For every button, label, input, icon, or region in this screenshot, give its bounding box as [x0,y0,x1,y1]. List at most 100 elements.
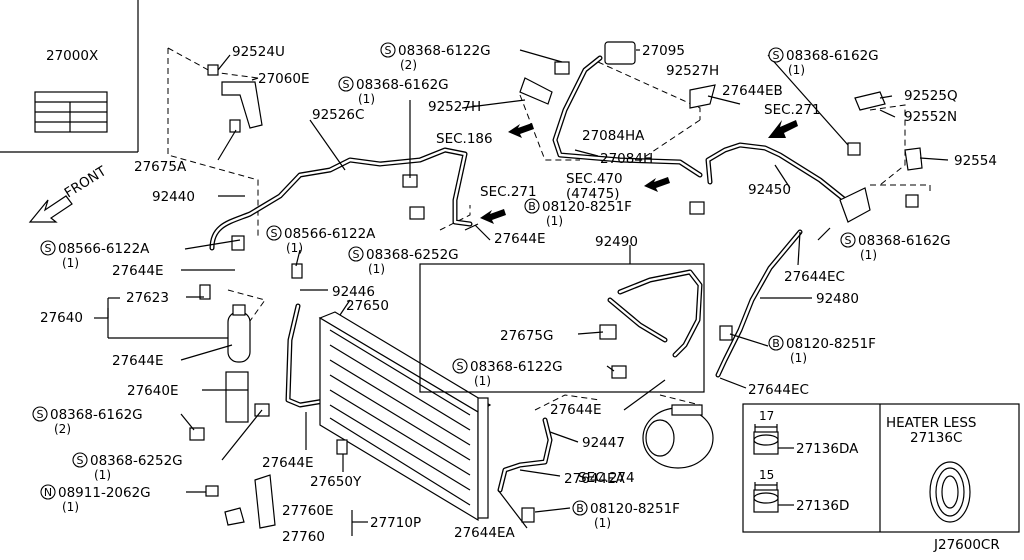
section-label-sec271-a[interactable]: SEC.271 [480,184,537,200]
fastener-f9[interactable]: B 08120-8251F (1) [768,335,876,365]
part-label-27650y[interactable]: 27650Y [310,474,362,490]
part-label-27760e[interactable]: 27760E [282,503,333,519]
part-label-27644ec-b[interactable]: 27644EC [748,382,809,398]
part-label-27136c[interactable]: 27136C [910,430,962,446]
part-label-27644e-d[interactable]: 27644E [494,231,545,247]
part-label-27710p[interactable]: 27710P [370,515,421,531]
fastener-number: 08911-2062G [58,485,151,501]
fastener-qty: (1) [358,92,375,106]
fastener-prefix: S [37,408,44,421]
front-direction-arrow: FRONT [28,163,110,223]
part-label-92527h-a[interactable]: 92527H [666,63,719,79]
section-label-sec470[interactable]: SEC.470 [566,171,623,187]
arrow-icon [508,123,534,138]
fastener-f11[interactable]: S 08368-6162G (2) [32,406,143,436]
dimension-15: 15 [759,468,774,482]
leader-lines [107,49,949,529]
fastener-qty: (2) [400,58,417,72]
fastener-number: 08566-6122A [58,241,150,257]
fastener-prefix: S [343,78,350,91]
heater-less-title: HEATER LESS [886,415,977,431]
fastener-prefix: S [385,44,392,57]
part-label-92447[interactable]: 92447 [582,435,625,451]
part-label-92527h-b[interactable]: 92527H [428,99,481,115]
fastener-number: 08368-6122G [470,359,563,375]
part-label-27644ec-a[interactable]: 27644EC [784,269,845,285]
fastener-qty: (1) [368,262,385,276]
fastener-qty: (1) [62,500,79,514]
part-label-27060e[interactable]: 27060E [258,71,309,87]
part-label-27644ea-a[interactable]: 27644EA [454,525,515,541]
fastener-f7[interactable]: B 08120-8251F (1) [524,198,632,228]
fastener-f13[interactable]: N 08911-2062G (1) [40,484,151,514]
fastener-prefix: N [44,486,52,499]
fastener-number: 08566-6122A [284,226,376,242]
fastener-qty: (2) [54,422,71,436]
label-box-27000x: 27000X [0,0,139,153]
clip-92525q [854,91,886,111]
part-label-27644e-c[interactable]: 27644E [262,455,313,471]
part-label-27084ha[interactable]: 27084HA [582,128,645,144]
part-label-92490[interactable]: 92490 [595,234,638,250]
clip-92554 [904,147,923,171]
fastener-f12[interactable]: S 08368-6252G (1) [72,452,183,482]
dimension-17: 17 [759,409,774,423]
part-label-92446[interactable]: 92446 [332,284,375,300]
fastener-qty: (1) [788,63,805,77]
part-labels: 92524U 27060E 27675A 92526C 92440 27644E… [40,43,1000,553]
part-label-92440[interactable]: 92440 [152,189,195,205]
part-label-27675g[interactable]: 27675G [500,328,553,344]
section-label-sec274[interactable]: SEC.274 [578,470,635,486]
fastener-f14[interactable]: B 08120-8251F (1) [572,500,680,530]
front-label: FRONT [62,163,110,201]
part-label-27675a[interactable]: 27675A [134,159,187,175]
fastener-prefix: B [772,337,780,350]
fastener-prefix: S [845,234,852,247]
part-label-27640[interactable]: 27640 [40,310,83,326]
part-label-92526c[interactable]: 92526C [312,107,364,123]
section-label-sec186[interactable]: SEC.186 [436,131,493,147]
part-label-27000x[interactable]: 27000X [46,48,98,64]
part-label-92552n[interactable]: 92552N [904,109,957,125]
bracket-27640e [225,371,249,423]
fastener-number: 08120-8251F [542,199,632,215]
arrow-icon [644,177,670,192]
part-label-27644eb[interactable]: 27644EB [722,83,783,99]
fastener-prefix: S [773,49,780,62]
fastener-prefix: S [45,242,52,255]
fastener-f3[interactable]: S 08368-6162G (1) [768,47,879,77]
part-label-27644e-e[interactable]: 27644E [550,402,601,418]
section-label-sec271-b[interactable]: SEC.271 [764,102,821,118]
fastener-f1[interactable]: S 08368-6122G (2) [380,42,491,72]
part-label-27095[interactable]: 27095 [642,43,685,59]
fastener-qty: (1) [474,374,491,388]
part-label-27084h[interactable]: 27084H [600,151,653,167]
fastener-f5[interactable]: S 08566-6122A (1) [266,225,376,255]
part-label-27644ea-b[interactable]: 27644EA [564,471,625,487]
part-label-27644e-b[interactable]: 27644E [112,353,163,369]
fastener-prefix: S [271,227,278,240]
bracket-27060e [221,81,263,129]
fastener-number: 08368-6162G [786,48,879,64]
fastener-f10[interactable]: S 08368-6122G (1) [452,358,563,388]
part-label-27623[interactable]: 27623 [126,290,169,306]
part-label-27640e[interactable]: 27640E [127,383,178,399]
fastener-prefix: B [576,502,584,515]
part-label-27644e-a[interactable]: 27644E [112,263,163,279]
part-label-27650[interactable]: 27650 [346,298,389,314]
fastener-number: 08368-6162G [356,77,449,93]
fastener-f6[interactable]: S 08368-6252G (1) [348,246,459,276]
arrow-icon [768,120,798,138]
part-label-27136da[interactable]: 27136DA [796,441,859,457]
part-label-92525q[interactable]: 92525Q [904,88,958,104]
fastener-f4[interactable]: S 08566-6122A (1) [40,240,150,270]
fastener-f2[interactable]: S 08368-6162G (1) [338,76,449,106]
part-label-92450[interactable]: 92450 [748,182,791,198]
part-label-92554[interactable]: 92554 [954,153,997,169]
part-label-27760[interactable]: 27760 [282,529,325,545]
part-label-27136d[interactable]: 27136D [796,498,849,514]
part-label-92480[interactable]: 92480 [816,291,859,307]
fastener-f8[interactable]: S 08368-6162G (1) [840,232,951,262]
part-label-92524u[interactable]: 92524U [232,44,285,60]
